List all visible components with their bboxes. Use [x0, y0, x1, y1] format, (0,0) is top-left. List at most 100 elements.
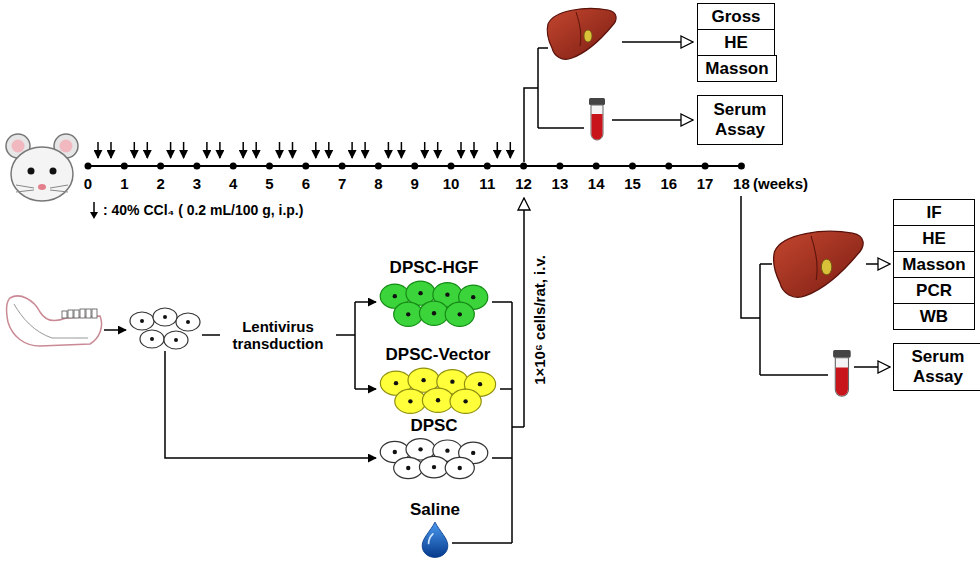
branch-line	[537, 48, 539, 128]
week-tick	[230, 163, 237, 170]
assay-box: PCR	[893, 277, 975, 304]
injection-arrow	[315, 142, 317, 158]
cell-cluster-shape	[445, 457, 474, 478]
mandible-icon	[7, 296, 102, 346]
injection-arrow	[97, 142, 99, 158]
assay-box: HE	[893, 225, 975, 252]
week-number: 0	[84, 175, 92, 192]
cell-cluster-shape	[419, 301, 448, 325]
liver-icon	[811, 236, 817, 280]
assay-name: PCR	[913, 281, 955, 301]
liver-icon	[547, 9, 616, 60]
injection-arrow	[437, 142, 439, 158]
week-tick	[157, 163, 164, 170]
flow-line	[165, 351, 376, 458]
week-number: 1	[120, 175, 128, 192]
injection-arrow	[401, 142, 403, 158]
cell-cluster-shape	[394, 457, 423, 478]
injection-arrow	[170, 142, 172, 158]
blood-tube-icon	[589, 98, 605, 105]
week-tick	[339, 163, 346, 170]
blood-tube-icon	[833, 350, 851, 358]
flow-line	[104, 329, 126, 331]
liver-icon	[576, 12, 581, 46]
flow-line	[512, 426, 524, 428]
week-number: 10	[443, 175, 460, 192]
cell-cluster	[163, 315, 167, 319]
rat-icon	[12, 140, 25, 153]
cell-cluster-shape	[421, 377, 425, 381]
assay-name: HE	[721, 33, 751, 53]
mandible-icon	[86, 309, 91, 318]
injection-arrow	[424, 142, 426, 158]
week-tick	[193, 163, 200, 170]
week-tick	[593, 163, 600, 170]
injection-arrow	[328, 142, 330, 158]
cell-cluster-shape	[450, 379, 454, 383]
rat-icon	[60, 140, 73, 153]
rat-icon	[6, 134, 78, 201]
injection-arrow	[279, 142, 281, 158]
week-number: 16	[660, 175, 677, 192]
assay-box: WB	[893, 303, 975, 330]
mandible-icon	[68, 310, 73, 318]
branch-line	[760, 374, 828, 376]
cell-cluster-shape	[418, 290, 422, 294]
week-tick	[375, 163, 382, 170]
liver-icon	[821, 259, 831, 275]
flow-line	[354, 302, 356, 389]
step-label: Lentivirus transduction	[220, 317, 336, 354]
cell-cluster-shape	[436, 398, 440, 402]
cell-cluster-shape	[406, 312, 410, 316]
assay-box: Masson	[893, 251, 975, 278]
flow-line	[523, 198, 525, 427]
assay-name: IF	[923, 203, 944, 223]
blood-tube-icon	[592, 114, 603, 140]
assay-box: Serum Assay	[697, 95, 783, 145]
week-tick	[484, 163, 491, 170]
week-tick	[411, 163, 418, 170]
week-tick	[121, 163, 128, 170]
assay-name: Serum Assay	[894, 347, 980, 386]
week-tick	[738, 163, 745, 170]
mandible-icon	[62, 311, 67, 318]
week-number: 17	[697, 175, 714, 192]
cell-cluster	[140, 319, 144, 323]
injection-arrow	[460, 142, 462, 158]
injection-arrow	[292, 142, 294, 158]
mandible-icon	[92, 309, 97, 318]
injection-arrow	[388, 142, 390, 158]
week-tick	[702, 163, 709, 170]
mandible-icon	[74, 310, 79, 318]
rat-icon	[28, 168, 35, 175]
week-tick	[266, 163, 273, 170]
cell-cluster-shape	[393, 449, 397, 453]
cell-cluster	[176, 313, 200, 331]
cell-cluster-shape	[394, 302, 423, 326]
cell-cluster-shape	[380, 368, 495, 413]
injection-arrow	[497, 142, 499, 158]
liver-icon	[547, 9, 616, 60]
blood-tube-icon	[833, 350, 851, 396]
week-number: 2	[156, 175, 164, 192]
saline-droplet-shape	[422, 522, 448, 557]
cell-cluster: DPSC-Vector	[378, 345, 498, 415]
mandible-icon	[80, 309, 85, 318]
injection-arrow	[510, 142, 512, 158]
week-number: 13	[552, 175, 569, 192]
cell-cluster	[186, 320, 190, 324]
cell-cluster	[164, 331, 188, 349]
legend-arrow-sample	[88, 200, 100, 220]
cell-cluster-shape	[458, 312, 462, 316]
week-number: 15	[624, 175, 641, 192]
week-number: 8	[374, 175, 382, 192]
assay-name: HE	[919, 229, 949, 249]
rat-icon	[11, 147, 73, 201]
assay-box: IF	[893, 199, 975, 226]
week-tick	[85, 163, 92, 170]
cell-cluster-shape	[380, 438, 488, 478]
cell-cluster-shape	[406, 465, 410, 469]
week-tick	[520, 163, 527, 170]
assay-name: Serum Assay	[698, 100, 782, 139]
flow-line	[500, 388, 512, 390]
